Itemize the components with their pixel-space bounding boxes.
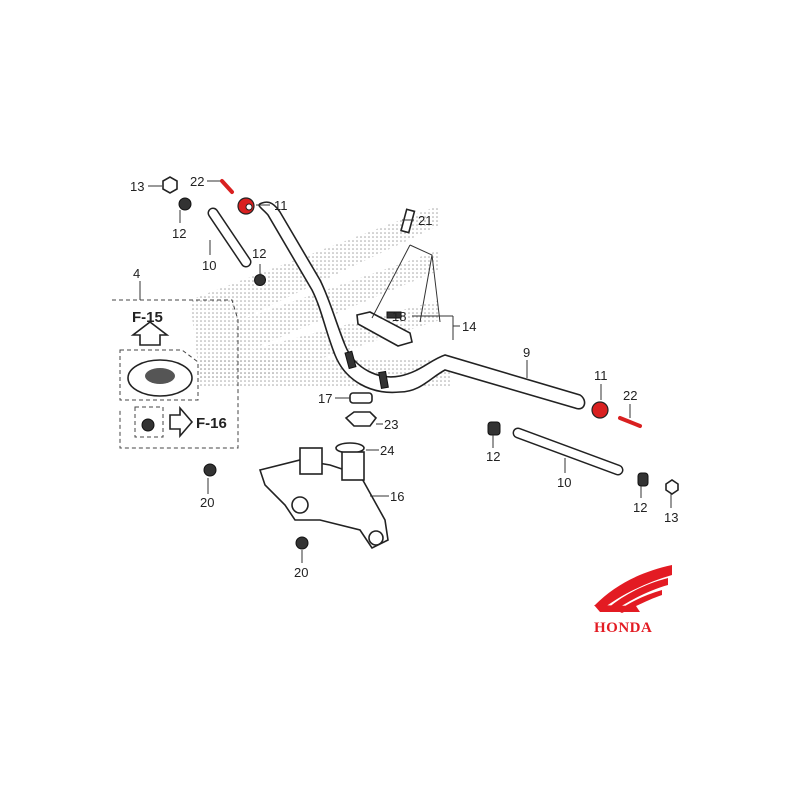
callout-12: 12 bbox=[172, 226, 186, 241]
bushing-12-right[interactable] bbox=[487, 421, 501, 436]
callout-22: 22 bbox=[623, 388, 637, 403]
handlebar-holder[interactable] bbox=[356, 208, 416, 347]
callout-23: 23 bbox=[384, 417, 398, 432]
bushing-12-upper-mid[interactable] bbox=[254, 274, 266, 286]
weight-11-right[interactable] bbox=[591, 401, 609, 419]
callout-18: 18 bbox=[392, 309, 406, 324]
callout-21: 21 bbox=[418, 213, 432, 228]
bushing-12-upper-left[interactable] bbox=[178, 197, 192, 211]
callout-11: 11 bbox=[594, 368, 608, 383]
callout-12: 12 bbox=[252, 246, 266, 261]
callout-4: 4 bbox=[133, 266, 140, 281]
callout-20: 20 bbox=[200, 495, 214, 510]
fuel-cap-group bbox=[112, 299, 239, 449]
leader-lines bbox=[139, 180, 672, 563]
top-bridge-16[interactable] bbox=[258, 447, 389, 550]
nut-23[interactable] bbox=[344, 411, 378, 427]
nut-13-left[interactable] bbox=[162, 176, 178, 194]
callout-10: 10 bbox=[202, 258, 216, 273]
ref-f16[interactable]: F-16 bbox=[196, 415, 227, 432]
callout-12: 12 bbox=[486, 449, 500, 464]
callout-11: 11 bbox=[274, 198, 288, 213]
handlebar[interactable] bbox=[258, 201, 586, 410]
callout-17: 17 bbox=[318, 391, 332, 406]
callout-22: 22 bbox=[190, 174, 204, 189]
ref-f15[interactable]: F-15 bbox=[132, 309, 163, 326]
callout-16: 16 bbox=[390, 489, 404, 504]
callout-24: 24 bbox=[380, 443, 394, 458]
callout-10: 10 bbox=[557, 475, 571, 490]
callout-13: 13 bbox=[130, 179, 144, 194]
bolt-20-lower[interactable] bbox=[295, 536, 309, 550]
bushing-12-far-right[interactable] bbox=[637, 472, 649, 487]
fuel-cap-bolt[interactable] bbox=[141, 418, 155, 432]
arrow-right-icon bbox=[169, 405, 194, 439]
callout-13: 13 bbox=[664, 510, 678, 525]
callout-12: 12 bbox=[633, 500, 647, 515]
steering-stem-nut-17[interactable] bbox=[349, 392, 373, 404]
nut-13-right[interactable] bbox=[665, 479, 679, 495]
honda-brand-text: HONDA bbox=[594, 620, 652, 636]
honda-wing-logo bbox=[594, 565, 672, 613]
screw-22-left[interactable] bbox=[220, 179, 234, 194]
callout-14: 14 bbox=[462, 319, 476, 334]
screw-22-right[interactable] bbox=[618, 416, 642, 428]
arrow-up-icon bbox=[130, 320, 170, 346]
bolt-20-upper[interactable] bbox=[203, 463, 217, 477]
callout-9: 9 bbox=[523, 345, 530, 360]
callout-20: 20 bbox=[294, 565, 308, 580]
